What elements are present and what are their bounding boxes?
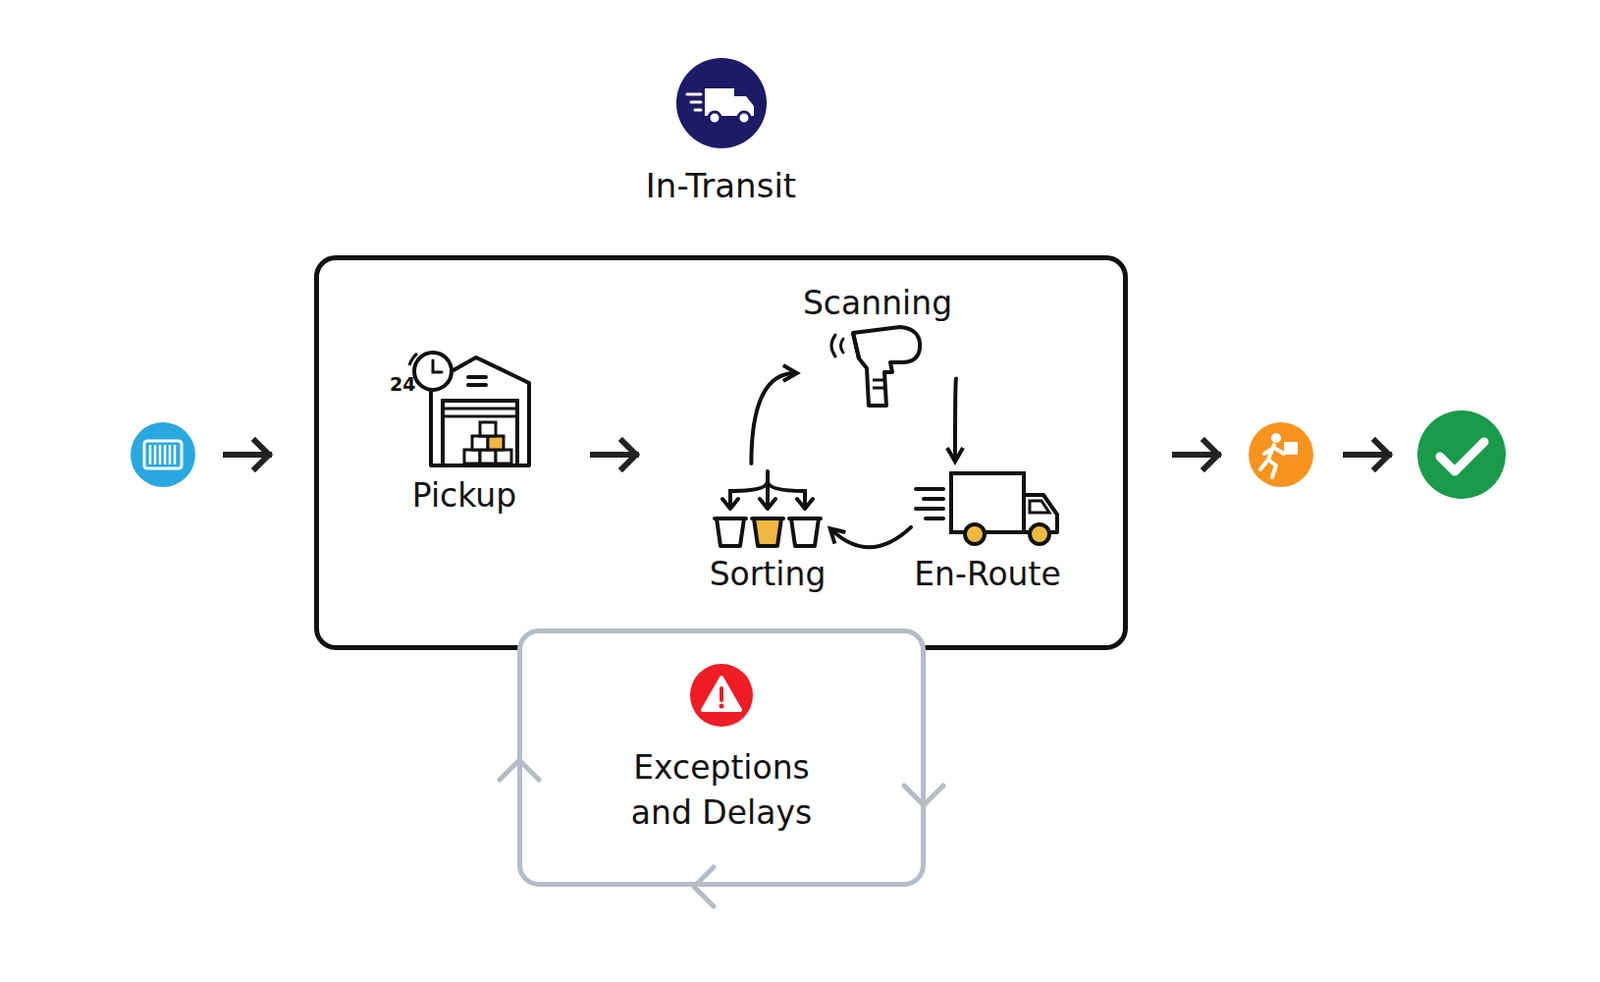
cycle-arrow: [750, 373, 796, 464]
scanner-icon: [823, 322, 932, 412]
exception-box: Exceptions and Delays: [517, 628, 926, 887]
truck-icon: [913, 467, 1062, 550]
scanning-step: Scanning: [802, 282, 953, 416]
courier-icon: [1248, 422, 1314, 487]
en-route-step: En-Route: [913, 467, 1062, 594]
node-label: Pickup: [412, 475, 517, 516]
warehouse-icon: [395, 343, 534, 472]
cycle-arrow: [955, 377, 957, 460]
cycle-arrow: [831, 527, 911, 547]
sorting-step: Sorting: [709, 467, 827, 594]
node-label: Scanning: [802, 282, 953, 323]
node-label: In-Transit: [319, 165, 1123, 206]
clock-label: 24: [389, 373, 416, 395]
transit-group: In-Transit24PickupScanningEn-RouteSortin…: [314, 255, 1128, 650]
transit-icon: [676, 57, 767, 149]
node-label: En-Route: [913, 553, 1061, 594]
node-label: Exceptions and Delays: [598, 745, 845, 836]
sorting-icon: [710, 467, 825, 550]
pickup-step: 24Pickup: [395, 343, 534, 516]
done-icon: [1417, 410, 1506, 499]
barcode-icon: [130, 422, 196, 487]
warning-icon: [689, 662, 754, 728]
node-label: Sorting: [709, 553, 827, 594]
flow-arrows: [225, 440, 1389, 469]
